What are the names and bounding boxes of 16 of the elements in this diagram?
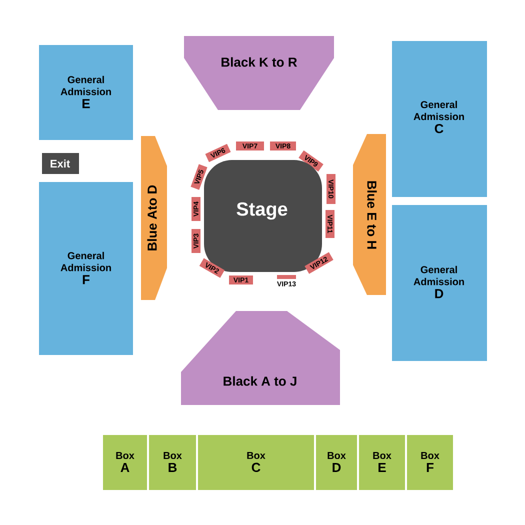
box-section: Box F [407,435,453,490]
seating-section: Blue Ato D [141,136,167,300]
exit-sign: Exit [42,153,79,174]
seating-section: Black A to J [181,311,340,405]
box-section: Box D [316,435,357,490]
seating-section: General Admission F [39,182,133,355]
box-section: Box A [103,435,147,490]
seating-section: Blue E to H [353,134,386,295]
box-section: Box B [149,435,196,490]
seating-section: General Admission C [392,41,487,197]
seating-section: General Admission D [392,205,487,361]
box-section: Box E [359,435,405,490]
box-section: Box C [198,435,314,490]
vip-seat-bar [277,275,296,279]
seating-section: General Admission E [39,45,133,140]
seating-section: Black K to R [184,36,334,110]
